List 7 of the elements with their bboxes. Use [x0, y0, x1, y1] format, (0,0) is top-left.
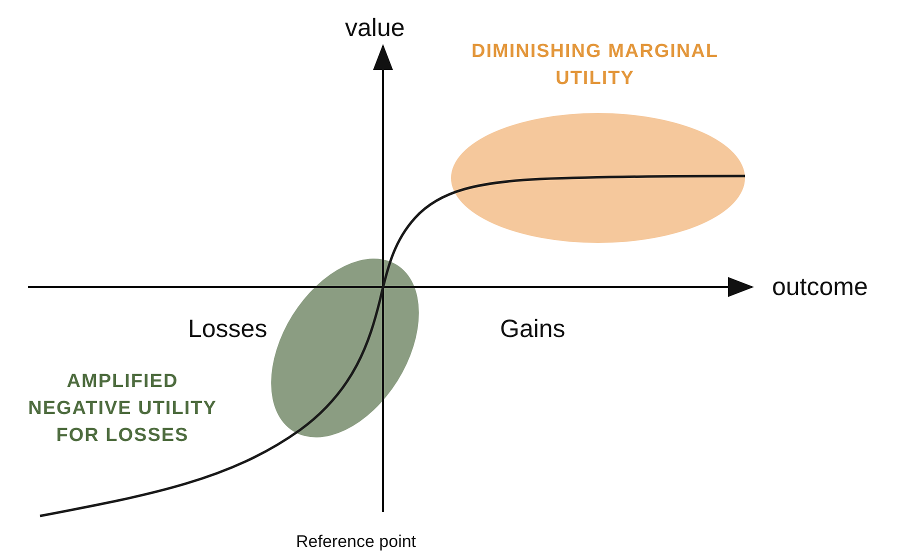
- annotation-label: AMPLIFIED NEGATIVE UTILITY FOR LOSSES: [27, 370, 218, 448]
- annotation-label: DIMINISHING MARGINAL UTILITY: [470, 40, 720, 91]
- region-label: Losses: [188, 315, 268, 344]
- axis-label: Reference point: [296, 532, 416, 552]
- axis-label: value: [345, 14, 405, 43]
- region-label: Gains: [500, 315, 566, 344]
- axis-label: outcome: [772, 273, 868, 302]
